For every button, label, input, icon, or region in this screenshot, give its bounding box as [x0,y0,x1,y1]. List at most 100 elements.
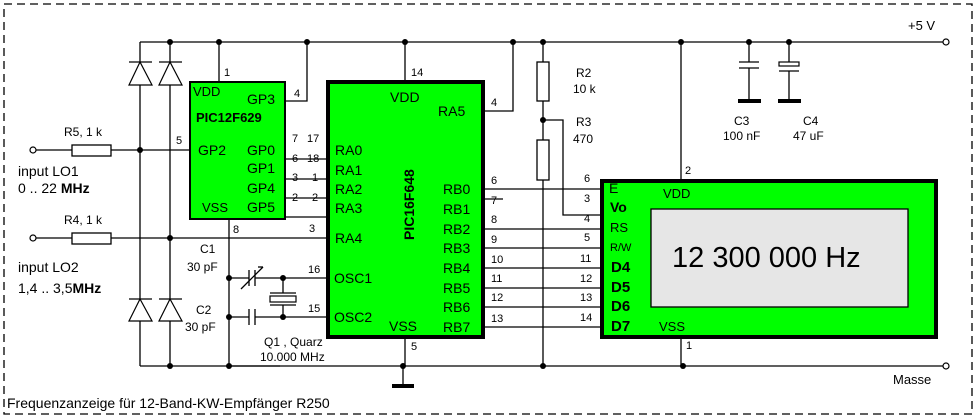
pic16-pins-rb2-label: RB2 [443,221,470,237]
pic16-pin_numbers-ra3-label: 2 [312,192,318,204]
pic16-pin_numbers-ra4-label: 3 [309,223,315,235]
pic12-name: PIC12F629 [196,110,262,125]
pic16-pin_numbers-ra5-label: 4 [491,97,497,109]
pic16-pin_numbers-rb1-label: 7 [491,195,497,207]
pic16-pins-ra1-label: RA1 [335,162,362,178]
pic16-pins-ra3-label: RA3 [335,200,362,216]
pic16-pin_numbers-ra0-label: 17 [307,133,319,145]
lcd-pin_numbers-d6-label: 13 [580,292,592,304]
pic12-pins-gp2-label: GP2 [198,142,226,158]
contrast-divider: R2 10 k R3 470 [536,42,600,366]
lcd-pin_numbers-d4-label: 11 [580,253,591,265]
gnd-label: Masse [893,372,931,387]
pic12-pin_numbers-gp2-label: 5 [176,135,182,147]
lcd-display-window [650,208,909,308]
diode-d2 [158,60,183,86]
wire [249,309,255,325]
lo1-terminal[interactable] [29,146,37,154]
r5-label: R5, 1 k [64,125,103,139]
components-c2-name-label: C2 [196,303,212,317]
schematic-title: Frequenzanzeige für 12-Band-KW-Empfänger… [7,395,330,411]
lo1-range: 0 .. 22 MHz [18,180,90,196]
pic16-pins-osc1-label: OSC1 [334,270,372,286]
components-q1-value-label: 10.000 MHz [260,350,325,364]
components-c1-value-label: 30 pF [187,260,218,274]
pic16-pins-rb7-label: RB7 [443,319,470,335]
lo1-name: input LO1 [18,163,79,179]
pic12-pin_numbers-gp3-label: 4 [294,88,300,100]
pic16-pins-vss-label: VSS [389,318,417,334]
lo2-terminal[interactable] [29,234,37,242]
crystal-q1 [269,295,297,303]
inputs-1-range-label: 1,4 .. 3,5 [18,280,73,296]
resistor-r5 [71,144,112,157]
diode-d1 [128,60,153,86]
pic12-pins-vss-label: VSS [202,200,228,215]
wire [285,42,308,102]
pic16-pin_numbers-ra2-label: 1 [312,172,318,184]
vcc-rail: +5 V [140,18,950,46]
pic16-pin_numbers-rb2-label: 8 [491,214,497,226]
vcc-terminal [942,38,950,46]
lcd-module: 2 E Vo RS R/W D4 D5 D6 D7 VDD VSS 12 300… [600,42,938,366]
pic12-pins-gp3-label: GP3 [247,91,275,107]
components-c1-name-label: C1 [200,242,216,256]
components-c4-name-label: C4 [803,114,819,128]
input-lo2: R4, 1 k input LO2 1,4 .. 3,5MHz [18,213,326,296]
pic16-pins-rb0-label: RB0 [443,181,470,197]
wire [128,60,153,86]
lcd-pin_numbers-vss-label: 1 [686,340,692,352]
gnd-terminal [942,362,950,370]
wire [158,60,183,86]
pic16-pin_numbers-rb4-label: 10 [491,254,503,266]
pic12-pins-gp0-label: GP0 [247,142,275,158]
components-r3-value-label: 470 [573,132,593,146]
vcc-label: +5 V [908,18,935,33]
lcd-pin_numbers-e-label: 6 [584,173,590,185]
pic16-pin_numbers-osc1-label: 16 [308,264,320,276]
resistor-r2 [536,61,550,102]
pic12-pin_numbers-gp4-label: 3 [292,172,298,184]
wire [778,61,800,67]
components-r2-name-label: R2 [576,66,592,80]
lcd-pin_numbers-d5-label: 12 [580,273,592,285]
lcd-pin_numbers-rs-label: 4 [584,213,590,225]
lcd-pins-rs-label: RS [610,220,628,235]
pic16-pin_numbers-rb7-label: 13 [491,313,503,325]
lcd-pins-d5-label: D5 [611,279,630,296]
wire [128,297,154,322]
lcd-frequency-readout: 12 300 000 Hz [672,242,861,274]
lo2-name: input LO2 [18,259,79,275]
pic12-pins-vdd-label: VDD [193,84,220,99]
components-r2-value-label: 10 k [573,82,597,96]
components-r3-name-label: R3 [576,115,592,129]
lcd-pins-vdd-label: VDD [663,186,690,201]
components-c3-name-label: C3 [734,114,750,128]
frame-border [3,3,973,415]
pic16-pins-ra0-label: RA0 [335,142,362,158]
pic16-name: PIC16F648 [401,169,417,240]
pic16-pin_numbers-rb3-label: 9 [491,234,497,246]
junction-dot [226,314,232,320]
pic16-pins-rb4-label: RB4 [443,260,470,276]
lcd-pin_numbers-vdd-label: 2 [685,165,691,177]
diode-d4 [158,297,184,322]
lcd-pins-d7-label: D7 [611,318,630,335]
wire [326,80,485,339]
wire [189,81,286,220]
pic12-pins-gp5-label: GP5 [247,199,275,215]
pic16f648-chip: 14 VDD RA5 RA0 RA1 RA2 RA3 RA4 OSC1 OSC2… [326,42,514,366]
lcd-pins-d4-label: D4 [611,259,631,276]
pic16-pin_numbers-vdd-label: 14 [411,67,423,79]
gnd-rail: Masse [140,362,950,388]
diode-d3 [128,297,154,322]
junction-dot [226,275,232,281]
pic16-pins-rb5-label: RB5 [443,280,470,296]
pic12-pins-gp4-label: GP4 [247,180,275,196]
pic12-pin_numbers-vss-label: 8 [233,224,239,236]
lcd-pins-vss-label: VSS [659,319,685,334]
pic16-pin_numbers-osc2-label: 15 [308,303,320,315]
lcd-pin_numbers-rw-label: 5 [584,232,590,244]
pic12-pin_numbers-gp1-label: 6 [292,153,298,165]
pic16-pins-rb6-label: RB6 [443,299,470,315]
